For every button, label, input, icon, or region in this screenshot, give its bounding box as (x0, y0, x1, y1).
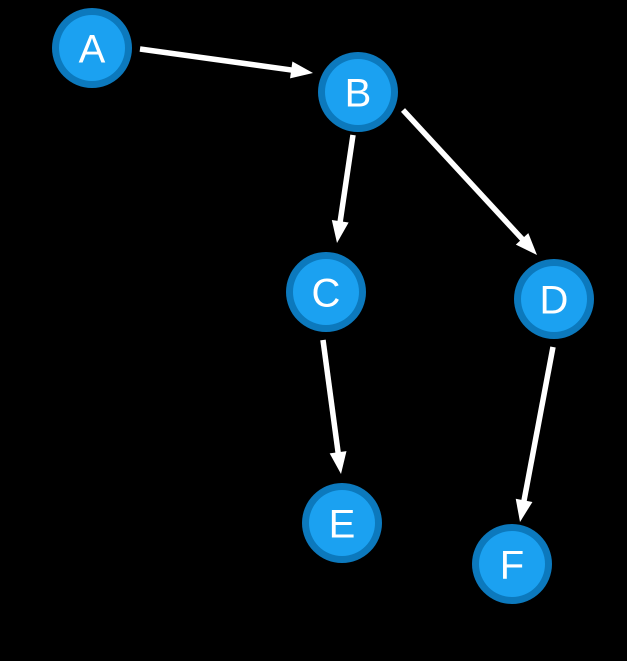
graph-node-A[interactable]: A (52, 8, 132, 88)
node-circle (293, 259, 359, 325)
edge-C-E (320, 339, 347, 474)
edge-A-B (139, 46, 313, 79)
edge-B-C (331, 134, 356, 243)
edge-D-F (515, 346, 556, 522)
arrowhead-icon (515, 498, 533, 522)
graph-node-F[interactable]: F (472, 524, 552, 604)
arrowhead-icon (515, 233, 537, 255)
graph-node-C[interactable]: C (286, 252, 366, 332)
node-circle (521, 266, 587, 332)
graph-node-E[interactable]: E (302, 483, 382, 563)
graph-node-B[interactable]: B (318, 52, 398, 132)
edge-B-D (400, 108, 537, 255)
node-circle (59, 15, 125, 81)
node-circle (479, 531, 545, 597)
edge-line-B-C (336, 134, 356, 231)
edge-line-B-D (400, 108, 531, 248)
arrowhead-icon (331, 219, 349, 243)
arrowhead-icon (329, 451, 347, 474)
edge-line-C-E (320, 339, 342, 462)
edge-line-A-B (139, 46, 301, 74)
edge-line-D-F (519, 346, 556, 510)
node-circle (325, 59, 391, 125)
arrowhead-icon (290, 61, 313, 79)
graph-node-D[interactable]: D (514, 259, 594, 339)
node-circle (309, 490, 375, 556)
